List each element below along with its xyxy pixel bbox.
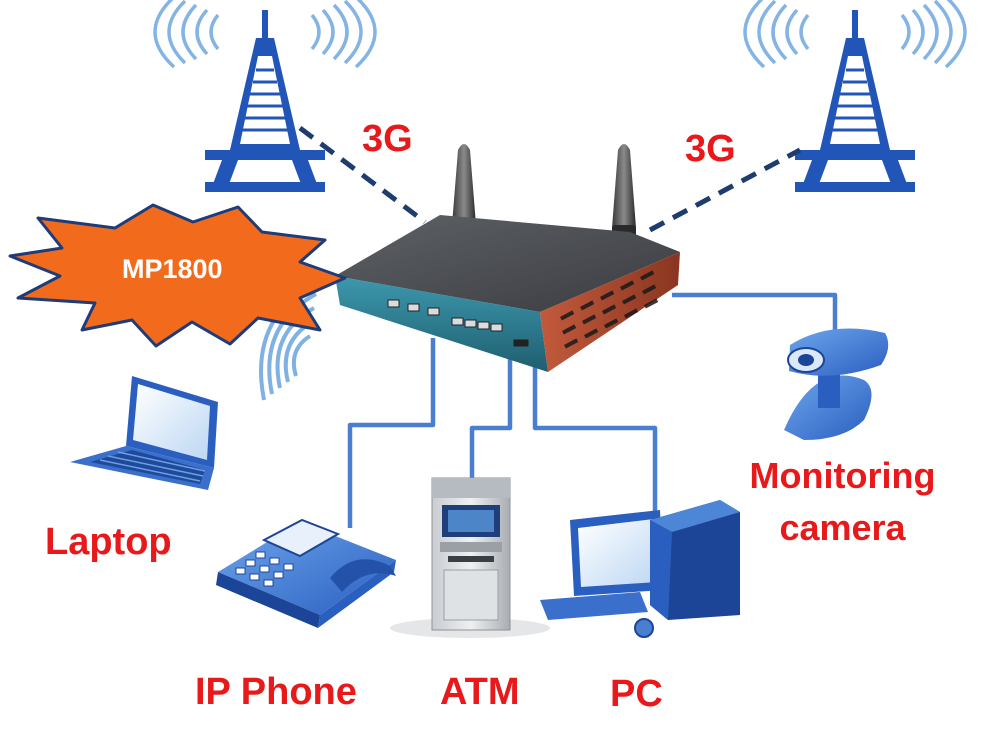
wired-connections xyxy=(347,292,838,528)
router-ports xyxy=(387,299,529,347)
line-to-pc xyxy=(532,365,658,525)
3g-link-right xyxy=(648,147,802,233)
ip-phone-label: IP Phone xyxy=(195,671,357,713)
laptop-label: Laptop xyxy=(45,521,172,563)
router-antenna-right xyxy=(612,144,636,228)
radio-waves-left-tower xyxy=(153,0,377,69)
camera-label-line2: camera xyxy=(779,507,906,548)
product-badge-label: MP1800 xyxy=(122,254,223,284)
camera-label-line1: Monitoring xyxy=(749,455,936,496)
pc-label: PC xyxy=(610,673,663,715)
atm-label: ATM xyxy=(440,671,520,713)
cell-tower-icon-left xyxy=(153,0,377,192)
3g-label-right: 3G xyxy=(685,128,736,170)
atm-icon xyxy=(390,477,550,638)
line-to-camera xyxy=(672,292,838,336)
radio-waves-right-tower xyxy=(743,0,967,69)
3g-label-left: 3G xyxy=(362,118,413,160)
ip-phone-icon xyxy=(216,518,396,628)
line-to-ip-phone xyxy=(347,338,436,528)
laptop-icon xyxy=(70,376,218,490)
pc-icon xyxy=(540,500,740,638)
line-to-atm xyxy=(469,358,513,478)
3g-link-left xyxy=(298,126,427,224)
router-antenna-left xyxy=(452,144,476,225)
cell-tower-icon-right xyxy=(743,0,967,192)
router-icon xyxy=(335,144,680,372)
security-camera-icon xyxy=(784,328,889,440)
starburst-badge xyxy=(8,203,347,348)
